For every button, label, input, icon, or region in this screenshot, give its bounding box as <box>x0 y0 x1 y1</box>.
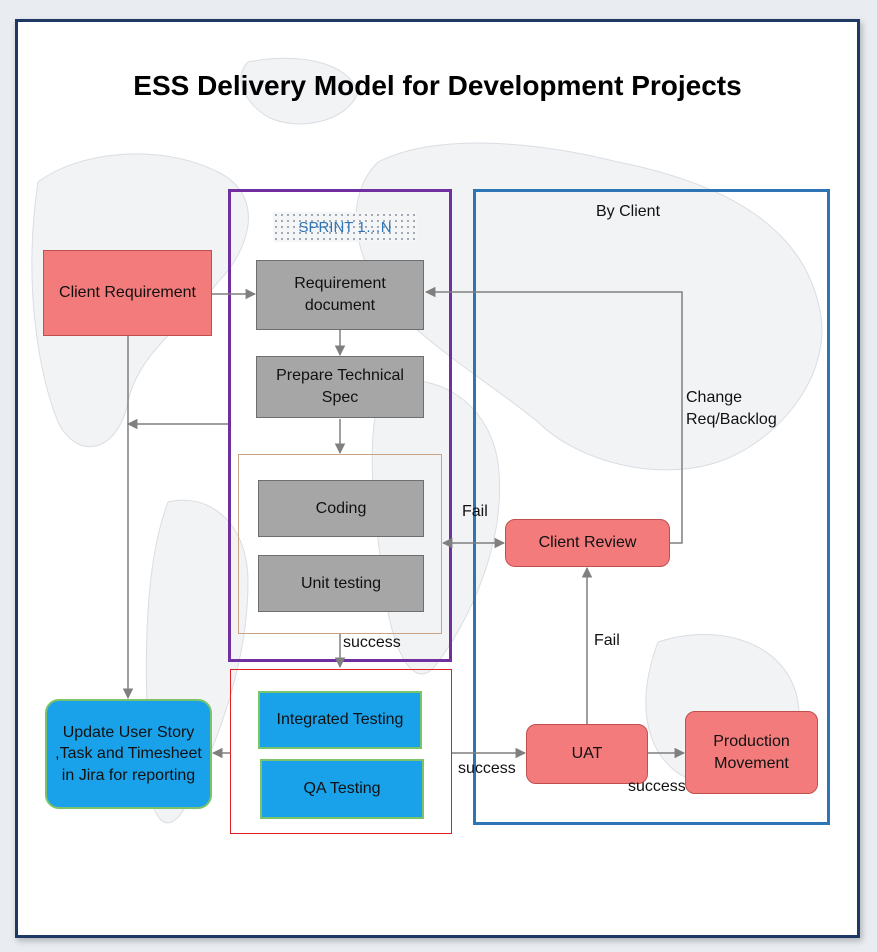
client-requirement-node: Client Requirement <box>43 250 212 336</box>
unit-testing-node: Unit testing <box>258 555 424 612</box>
production-movement-node: Production Movement <box>685 711 818 794</box>
success-testing-label: success <box>458 760 516 777</box>
success-sprint-label: success <box>343 634 401 651</box>
arrow-review-to-reqdoc <box>424 286 683 544</box>
testing-group <box>230 669 452 834</box>
success-production-label: success <box>628 778 686 795</box>
update-jira-node: Update User Story ,Task and Timesheet in… <box>45 699 212 809</box>
uat-node: UAT <box>526 724 648 784</box>
client-review-node: Client Review <box>505 519 670 567</box>
fail-review-label: Fail <box>462 503 488 520</box>
sprint-label: SPRINT 1…N <box>273 212 417 242</box>
fail-uat-label: Fail <box>594 632 620 649</box>
requirement-document-node: Requirement document <box>256 260 424 330</box>
client-group <box>473 189 830 825</box>
qa-testing-node: QA Testing <box>260 759 424 819</box>
diagram-canvas: ESS Delivery Model for Development Proje… <box>15 19 860 938</box>
integrated-testing-node: Integrated Testing <box>258 691 422 749</box>
diagram-title: ESS Delivery Model for Development Proje… <box>133 70 742 101</box>
coding-node: Coding <box>258 480 424 537</box>
by-client-label: By Client <box>596 203 661 220</box>
connector-layer <box>122 286 686 759</box>
technical-spec-node: Prepare Technical Spec <box>256 356 424 418</box>
coding-group <box>238 454 442 634</box>
change-backlog-label: Change Req/Backlog <box>686 389 777 429</box>
